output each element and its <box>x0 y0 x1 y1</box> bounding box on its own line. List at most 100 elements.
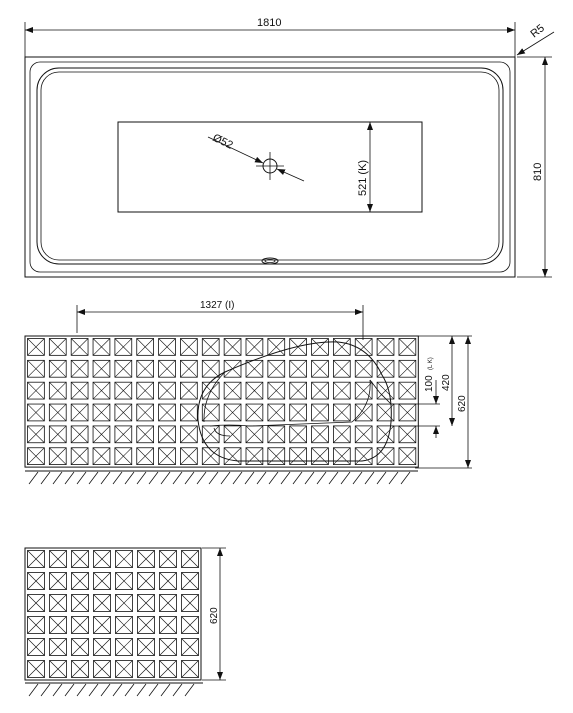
grid-cell <box>137 616 155 634</box>
overflow-opening <box>261 257 279 265</box>
grid-cell <box>159 660 177 678</box>
grid-cell <box>114 338 133 356</box>
grid-cell <box>201 359 220 378</box>
grid-cell <box>376 447 395 466</box>
grid-cell <box>223 381 242 400</box>
grid-cell <box>49 660 67 678</box>
grid-cell <box>398 403 417 422</box>
grid-cell <box>267 403 286 422</box>
grid-cell <box>201 425 220 444</box>
grid-cell <box>93 638 111 656</box>
drain-symbol <box>207 136 305 182</box>
grid-cell <box>289 447 307 466</box>
grid-cell <box>92 447 111 466</box>
grid-cell <box>115 550 133 568</box>
grid-cell <box>245 338 264 356</box>
grid-cell <box>48 338 67 356</box>
grid-cell <box>158 403 176 422</box>
grid-cell <box>289 425 307 444</box>
grid-cell <box>289 403 307 422</box>
grid-cell <box>159 594 177 612</box>
grid-cell <box>245 447 264 466</box>
grid-cell <box>92 425 111 444</box>
grid-cell <box>311 425 329 444</box>
grid-cell <box>181 550 199 568</box>
grid-cell <box>398 359 417 378</box>
grid-cell <box>93 572 111 590</box>
corner-radius-label: R5 <box>528 22 546 40</box>
height-a-label: 420 <box>441 374 452 391</box>
end-height-dimension <box>202 547 226 681</box>
grid-cell <box>181 638 199 656</box>
grid-cell <box>159 550 177 568</box>
grid-cell <box>136 447 155 466</box>
grid-cell <box>289 381 307 400</box>
grid-cell <box>158 447 176 466</box>
grid-cell <box>27 447 45 466</box>
grid-cell <box>180 338 198 356</box>
grid-cell <box>158 338 176 356</box>
grid-cell <box>180 403 198 422</box>
offset-value-label: 100 <box>424 375 435 392</box>
grid-cell <box>181 594 199 612</box>
grid-cell <box>376 381 395 400</box>
grid-cell <box>115 660 133 678</box>
grid-cell <box>159 616 177 634</box>
inner-length-label: 521 (K) <box>357 160 369 196</box>
drain-diameter-label: Ø52 <box>211 132 235 152</box>
grid-cell <box>245 403 264 422</box>
grid-cell <box>158 359 176 378</box>
grid-cell <box>289 359 307 378</box>
grid-cell <box>49 572 67 590</box>
grid-cell <box>115 638 133 656</box>
grid-cell <box>114 403 133 422</box>
grid-cell <box>27 638 45 656</box>
grid-cell <box>114 381 133 400</box>
grid-cell <box>136 403 155 422</box>
grid-cell <box>114 359 133 378</box>
grid-cell <box>311 359 329 378</box>
grid-cell <box>181 572 199 590</box>
grid-cell <box>311 403 329 422</box>
grid-cell <box>27 594 45 612</box>
grid-cell <box>49 638 67 656</box>
grid-cell <box>70 359 89 378</box>
grid-cell <box>332 403 351 422</box>
grid-cell <box>115 572 133 590</box>
grid-cell <box>158 425 176 444</box>
grid-cell <box>245 359 264 378</box>
grid-cell <box>398 425 417 444</box>
grid-cell <box>376 425 395 444</box>
grid-cell <box>267 425 286 444</box>
grid-cell <box>376 338 395 356</box>
support-block-grid-end <box>24 547 202 681</box>
bathtub-rim-edge <box>29 61 511 273</box>
grid-cell <box>114 425 133 444</box>
side-length-dimension <box>76 305 364 340</box>
floor-line-side <box>25 470 418 485</box>
grid-cell <box>137 638 155 656</box>
grid-cell <box>71 660 89 678</box>
grid-cell <box>70 403 89 422</box>
grid-cell <box>27 425 45 444</box>
grid-cell <box>332 425 351 444</box>
grid-cell <box>49 616 67 634</box>
height-b-label: 620 <box>457 395 468 412</box>
grid-cell <box>27 572 45 590</box>
side-length-label: 1327 (I) <box>200 300 234 311</box>
grid-cell <box>27 660 45 678</box>
grid-cell <box>354 403 373 422</box>
grid-cell <box>201 338 220 356</box>
end-height-label: 620 <box>209 607 220 624</box>
grid-cell <box>136 359 155 378</box>
grid-cell <box>92 403 111 422</box>
grid-cell <box>70 425 89 444</box>
grid-cell <box>332 338 351 356</box>
grid-cell <box>92 338 111 356</box>
grid-cell <box>71 594 89 612</box>
grid-cell <box>159 572 177 590</box>
bathtub-floor-panel <box>117 121 423 213</box>
grid-cell <box>245 425 264 444</box>
grid-cell <box>180 447 198 466</box>
